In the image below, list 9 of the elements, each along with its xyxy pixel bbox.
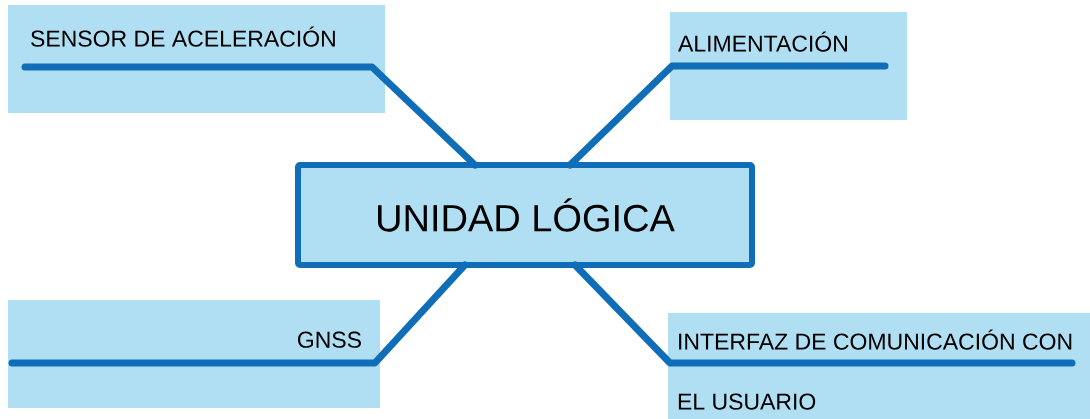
label-panel: SENSOR DE ACELERACIÓN [8,5,385,113]
connector-line [571,261,1076,367]
connector-line [8,261,469,367]
connector-line [21,63,479,169]
connector-line [566,62,889,169]
label-panel: GNSS [8,300,380,408]
label-panel: ALIMENTACIÓN [670,12,907,120]
center-box: UNIDAD LÓGICA [295,162,755,268]
label-panel: INTERFAZ DE COMUNICACIÓN CON EL USUARIO [668,313,1090,419]
